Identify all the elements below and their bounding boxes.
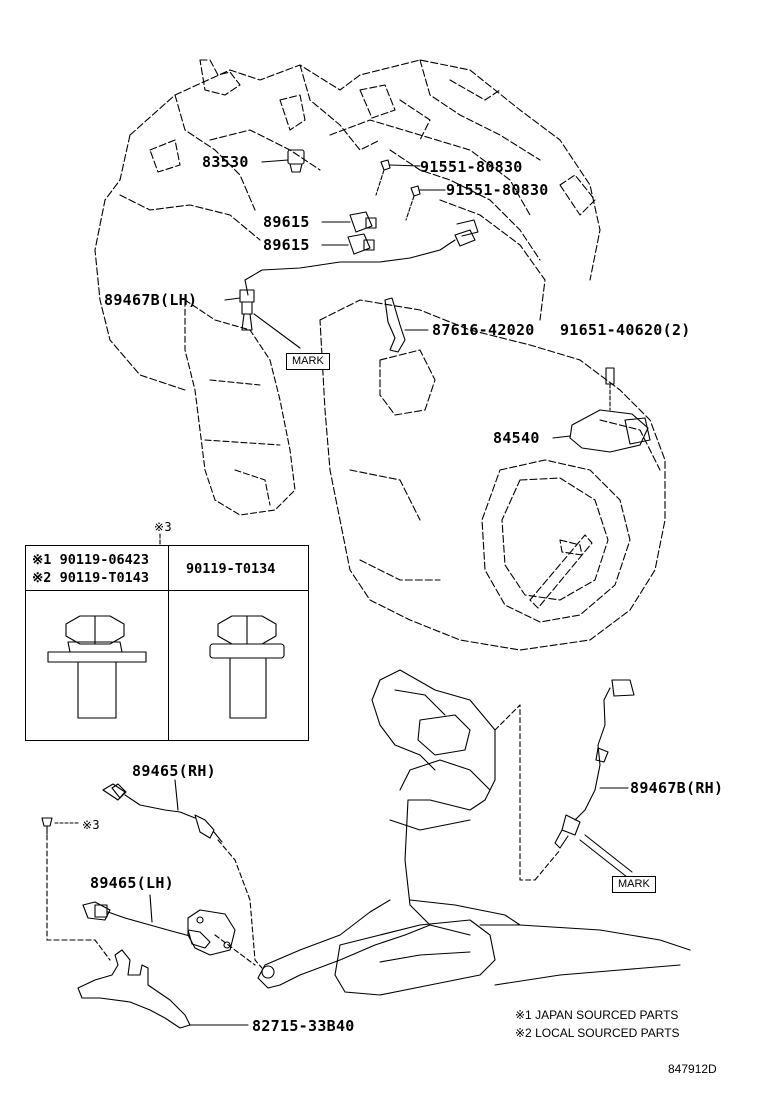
bolt-table-left-line1[interactable]: ※1 90119-06423: [32, 552, 149, 568]
part-label-91651[interactable]: 91651-40620(2): [560, 321, 691, 339]
mark-box-upper: MARK: [286, 353, 330, 370]
part-label-84540[interactable]: 84540: [493, 429, 540, 447]
bolt-table-row-divider: [26, 590, 308, 591]
bolt-table-left-line2[interactable]: ※2 90119-T0143: [32, 570, 149, 586]
note3-marker-top: ※3: [154, 520, 172, 534]
bracket-82715: [77, 949, 249, 1029]
part-label-83530[interactable]: 83530: [202, 153, 249, 171]
knock-sensor-83530: [261, 149, 305, 173]
leader-dashes: [46, 704, 561, 969]
note3-marker-bolt: ※3: [82, 818, 100, 832]
bolt-table-col-divider: [168, 546, 169, 740]
transmission: [319, 299, 666, 651]
part-label-89467b-rh[interactable]: 89467B(RH): [630, 779, 724, 797]
note-japan-sourced: ※1 JAPAN SOURCED PARTS: [515, 1008, 679, 1022]
clip-87616: [384, 297, 429, 353]
part-label-87616[interactable]: 87616-42020: [432, 321, 535, 339]
part-label-89615-upper[interactable]: 89615: [263, 213, 310, 231]
note-local-sourced: ※2 LOCAL SOURCED PARTS: [515, 1026, 680, 1040]
part-label-89467b-lh[interactable]: 89467B(LH): [104, 291, 198, 309]
part-label-82715[interactable]: 82715-33B40: [252, 1017, 355, 1035]
exhaust-pipe: [257, 669, 691, 996]
neutral-switch-84540: [552, 367, 651, 453]
engine-block: [94, 59, 601, 391]
sensors-89615: [321, 211, 377, 255]
part-label-91551-upper[interactable]: 91551-80830: [420, 158, 523, 176]
oxygen-sensor-rh-rear: [554, 679, 635, 878]
diagram-id: 847912D: [668, 1062, 717, 1076]
table-bolt-right: [209, 615, 285, 719]
mark-box-lower: MARK: [612, 876, 656, 893]
part-label-91551-lower[interactable]: 91551-80830: [446, 181, 549, 199]
part-label-89615-lower[interactable]: 89615: [263, 236, 310, 254]
exhaust-manifold-lh: [184, 299, 296, 516]
table-bolt-left: [47, 615, 147, 719]
bolt-note3: [41, 817, 79, 835]
bolt-table: ※1 90119-06423 ※2 90119-T0143 90119-T013…: [25, 545, 309, 741]
part-label-89465-lh[interactable]: 89465(LH): [90, 874, 174, 892]
bolts-91551: [375, 159, 446, 221]
oxygen-sensor-lh-upper: [224, 219, 479, 349]
bolt-table-right-line1[interactable]: 90119-T0134: [186, 561, 276, 577]
oxygen-sensor-rh-front: [102, 779, 223, 843]
oxygen-sensor-lh-front: [82, 894, 211, 949]
part-label-89465-rh[interactable]: 89465(RH): [132, 762, 216, 780]
